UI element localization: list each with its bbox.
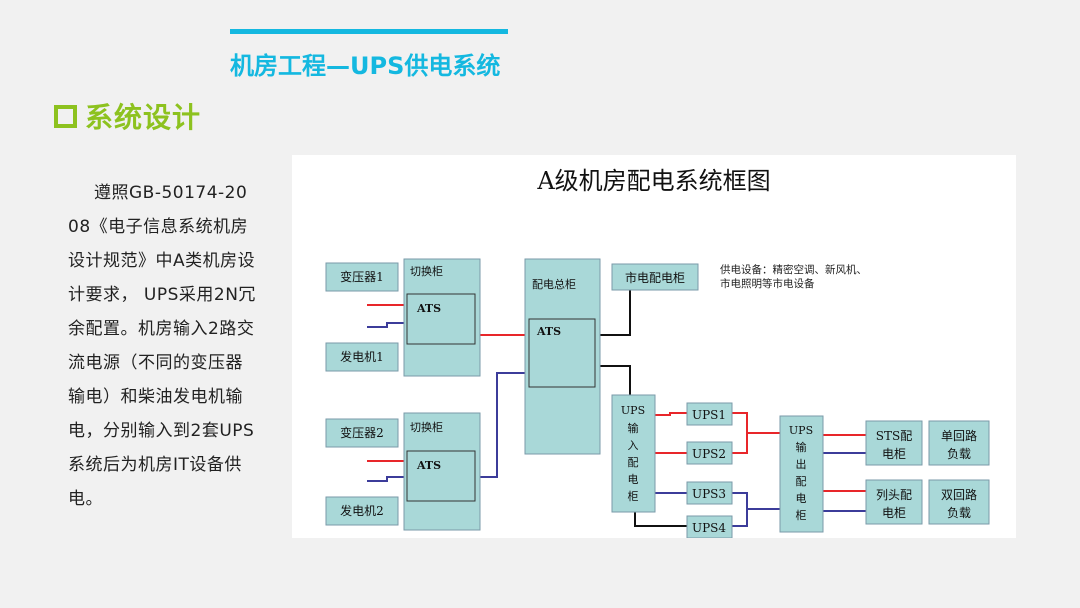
main-cabinet-label: 配电总柜 bbox=[532, 277, 576, 291]
ups4-label: UPS4 bbox=[692, 521, 726, 535]
ups-output-cabinet bbox=[779, 415, 824, 533]
transformer1-label: 变压器1 bbox=[340, 269, 384, 284]
page-title: 机房工程—UPS供电系统 bbox=[230, 52, 501, 80]
city-cabinet-label: 市电配电柜 bbox=[625, 270, 685, 285]
sts-cabinet bbox=[865, 420, 923, 466]
generator2-box bbox=[325, 496, 399, 526]
switch-cabinet-1-label: 切换柜 bbox=[410, 264, 443, 278]
ups2-label: UPS2 bbox=[692, 447, 726, 461]
switch-cabinet-2-label: 切换柜 bbox=[410, 420, 443, 434]
ups-out-text-2: 出 bbox=[796, 457, 807, 471]
ups3-label: UPS3 bbox=[692, 487, 726, 501]
ats2-label: ATS bbox=[416, 459, 441, 472]
line-ats2-main bbox=[475, 372, 529, 478]
ats1-box bbox=[406, 293, 476, 345]
transformer1-box bbox=[325, 262, 399, 292]
ups-out-text-0: UPS bbox=[789, 424, 813, 437]
line-ups1-ups2-merge bbox=[732, 412, 748, 454]
title-accent-line bbox=[230, 29, 508, 34]
description-paragraph: 遵照GB-50174-2008《电子信息系统机房设计规范》中A类机房设计要求， … bbox=[68, 183, 256, 509]
ups3-box bbox=[686, 481, 733, 505]
ups-in-text-3: 配 bbox=[628, 456, 639, 469]
ups1-label: UPS1 bbox=[692, 408, 726, 422]
ats1-label: ATS bbox=[416, 302, 441, 315]
line-generator2-ats2 bbox=[367, 476, 407, 482]
ups-out-text-5: 柜 bbox=[796, 509, 807, 522]
main-ats-label: ATS bbox=[536, 325, 561, 338]
ups-out-text-3: 配 bbox=[796, 475, 807, 488]
ups-in-text-4: 电 bbox=[628, 473, 639, 486]
line-main-city bbox=[595, 288, 631, 336]
generator2-label: 发电机2 bbox=[340, 503, 384, 518]
line-ups3-ups4-merge bbox=[732, 492, 748, 527]
column-head-cabinet bbox=[865, 479, 923, 525]
ups4-box bbox=[686, 515, 733, 538]
ups-out-text-4: 电 bbox=[796, 492, 807, 505]
diagram-panel: A级机房配电系统框图 变压器1 发电机1 bbox=[292, 155, 1016, 538]
col-head-text-0: 列头配 bbox=[876, 488, 912, 502]
single-load-text-1: 负载 bbox=[947, 447, 971, 461]
dual-circuit-load bbox=[928, 479, 990, 525]
single-load-text-0: 单回路 bbox=[941, 428, 977, 443]
ups1-box bbox=[686, 402, 733, 426]
line-upsin-ups4 bbox=[634, 510, 687, 527]
ups-input-cabinet bbox=[611, 394, 656, 513]
main-ats-box bbox=[528, 318, 596, 388]
section-heading: 系统设计 bbox=[54, 98, 201, 134]
generator1-label: 发电机1 bbox=[340, 349, 384, 364]
line-generator1-ats1 bbox=[367, 322, 407, 328]
ups-in-text-2: 入 bbox=[628, 439, 639, 452]
ups-in-text-1: 输 bbox=[628, 421, 639, 435]
note-line-1: 供电设备：精密空调、新风机、 bbox=[720, 263, 867, 276]
line-upsin-ups1 bbox=[654, 412, 687, 416]
generator1-box bbox=[325, 342, 399, 372]
power-distribution-diagram: A级机房配电系统框图 变压器1 发电机1 bbox=[325, 167, 990, 538]
ups2-box bbox=[686, 441, 733, 465]
col-head-text-1: 电柜 bbox=[882, 506, 906, 520]
single-circuit-load bbox=[928, 420, 990, 466]
dual-load-text-0: 双回路 bbox=[941, 487, 977, 502]
note-line-2: 市电照明等市电设备 bbox=[720, 277, 815, 290]
diagram-title: A级机房配电系统框图 bbox=[536, 167, 770, 195]
ups-in-text-5: 柜 bbox=[628, 490, 639, 503]
ats2-box bbox=[406, 450, 476, 502]
transformer2-box bbox=[325, 418, 399, 448]
line-main-upsin bbox=[595, 365, 631, 397]
ups-out-text-1: 输 bbox=[796, 440, 807, 454]
square-bullet-icon bbox=[54, 104, 77, 128]
transformer2-label: 变压器2 bbox=[340, 425, 384, 440]
city-distribution-cabinet bbox=[611, 263, 699, 291]
dual-load-text-1: 负载 bbox=[947, 506, 971, 520]
sts-text-0: STS配 bbox=[876, 429, 912, 443]
ups-in-text-0: UPS bbox=[621, 404, 645, 417]
section-title: 系统设计 bbox=[85, 101, 202, 134]
sts-text-1: 电柜 bbox=[882, 447, 906, 461]
